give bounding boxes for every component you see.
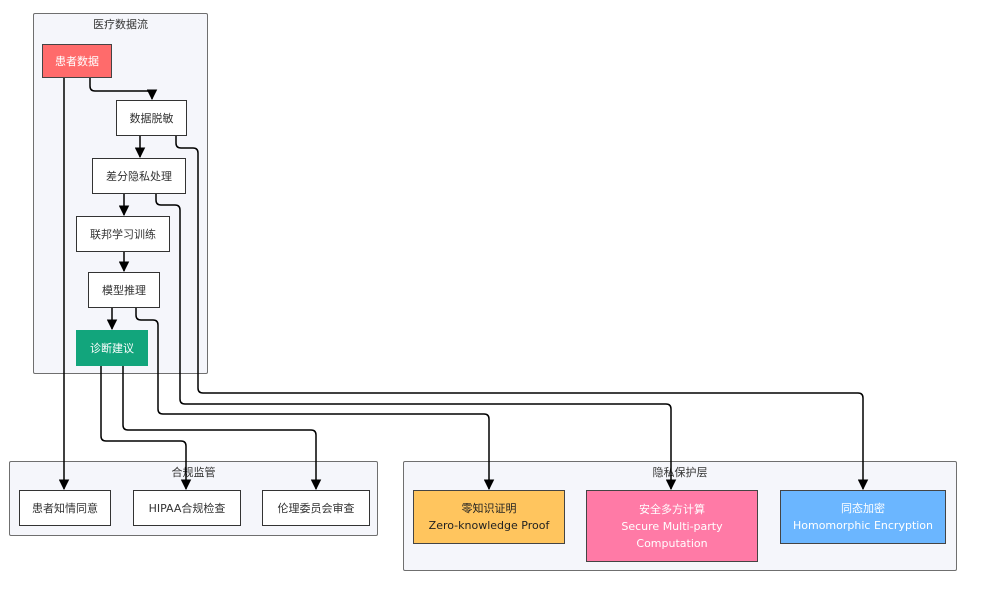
node-label: 同态加密 xyxy=(841,502,885,515)
node-diagnosis[interactable]: 诊断建议 xyxy=(76,330,148,366)
node-label: HIPAA合规检查 xyxy=(148,501,226,515)
edge-deidentify-to-he xyxy=(175,136,869,491)
cluster-title: 隐私保护层 xyxy=(652,466,708,479)
node-homomorphic-encryption[interactable]: 同态加密 Homomorphic Encryption xyxy=(780,490,946,544)
node-deidentify[interactable]: 数据脱敏 xyxy=(116,100,187,136)
node-secure-multiparty-computation[interactable]: 安全多方计算 Secure Multi-party Computation xyxy=(586,490,758,562)
node-hipaa-check[interactable]: HIPAA合规检查 xyxy=(133,490,241,526)
node-label: 患者知情同意 xyxy=(32,501,98,515)
node-differential-privacy[interactable]: 差分隐私处理 xyxy=(92,158,186,194)
cluster-title: 医疗数据流 xyxy=(93,18,148,31)
node-label: 安全多方计算 xyxy=(639,502,705,516)
node-sublabel: Homomorphic Encryption xyxy=(792,519,934,532)
node-label: 零知识证明 xyxy=(461,502,517,515)
node-sublabel: Zero-knowledge Proof xyxy=(428,519,550,532)
edge-dp-to-mpc xyxy=(155,194,677,491)
node-label: 患者数据 xyxy=(55,54,99,68)
node-label: 数据脱敏 xyxy=(129,111,174,125)
node-label: 差分隐私处理 xyxy=(106,169,172,183)
node-informed-consent[interactable]: 患者知情同意 xyxy=(19,490,111,526)
node-model-inference[interactable]: 模型推理 xyxy=(88,272,160,308)
node-sublabel-2: Computation xyxy=(636,536,708,550)
node-ethics-review[interactable]: 伦理委员会审查 xyxy=(262,490,370,526)
node-label: 模型推理 xyxy=(102,283,146,297)
node-federated-learning[interactable]: 联邦学习训练 xyxy=(76,216,170,252)
node-patient-data[interactable]: 患者数据 xyxy=(42,44,112,78)
node-sublabel: Secure Multi-party xyxy=(621,519,723,533)
node-label: 伦理委员会审查 xyxy=(277,501,355,515)
cluster-title: 合规监管 xyxy=(171,466,216,479)
node-zero-knowledge-proof[interactable]: 零知识证明 Zero-knowledge Proof xyxy=(413,490,565,544)
node-label: 诊断建议 xyxy=(90,341,134,355)
node-label: 联邦学习训练 xyxy=(90,227,156,241)
